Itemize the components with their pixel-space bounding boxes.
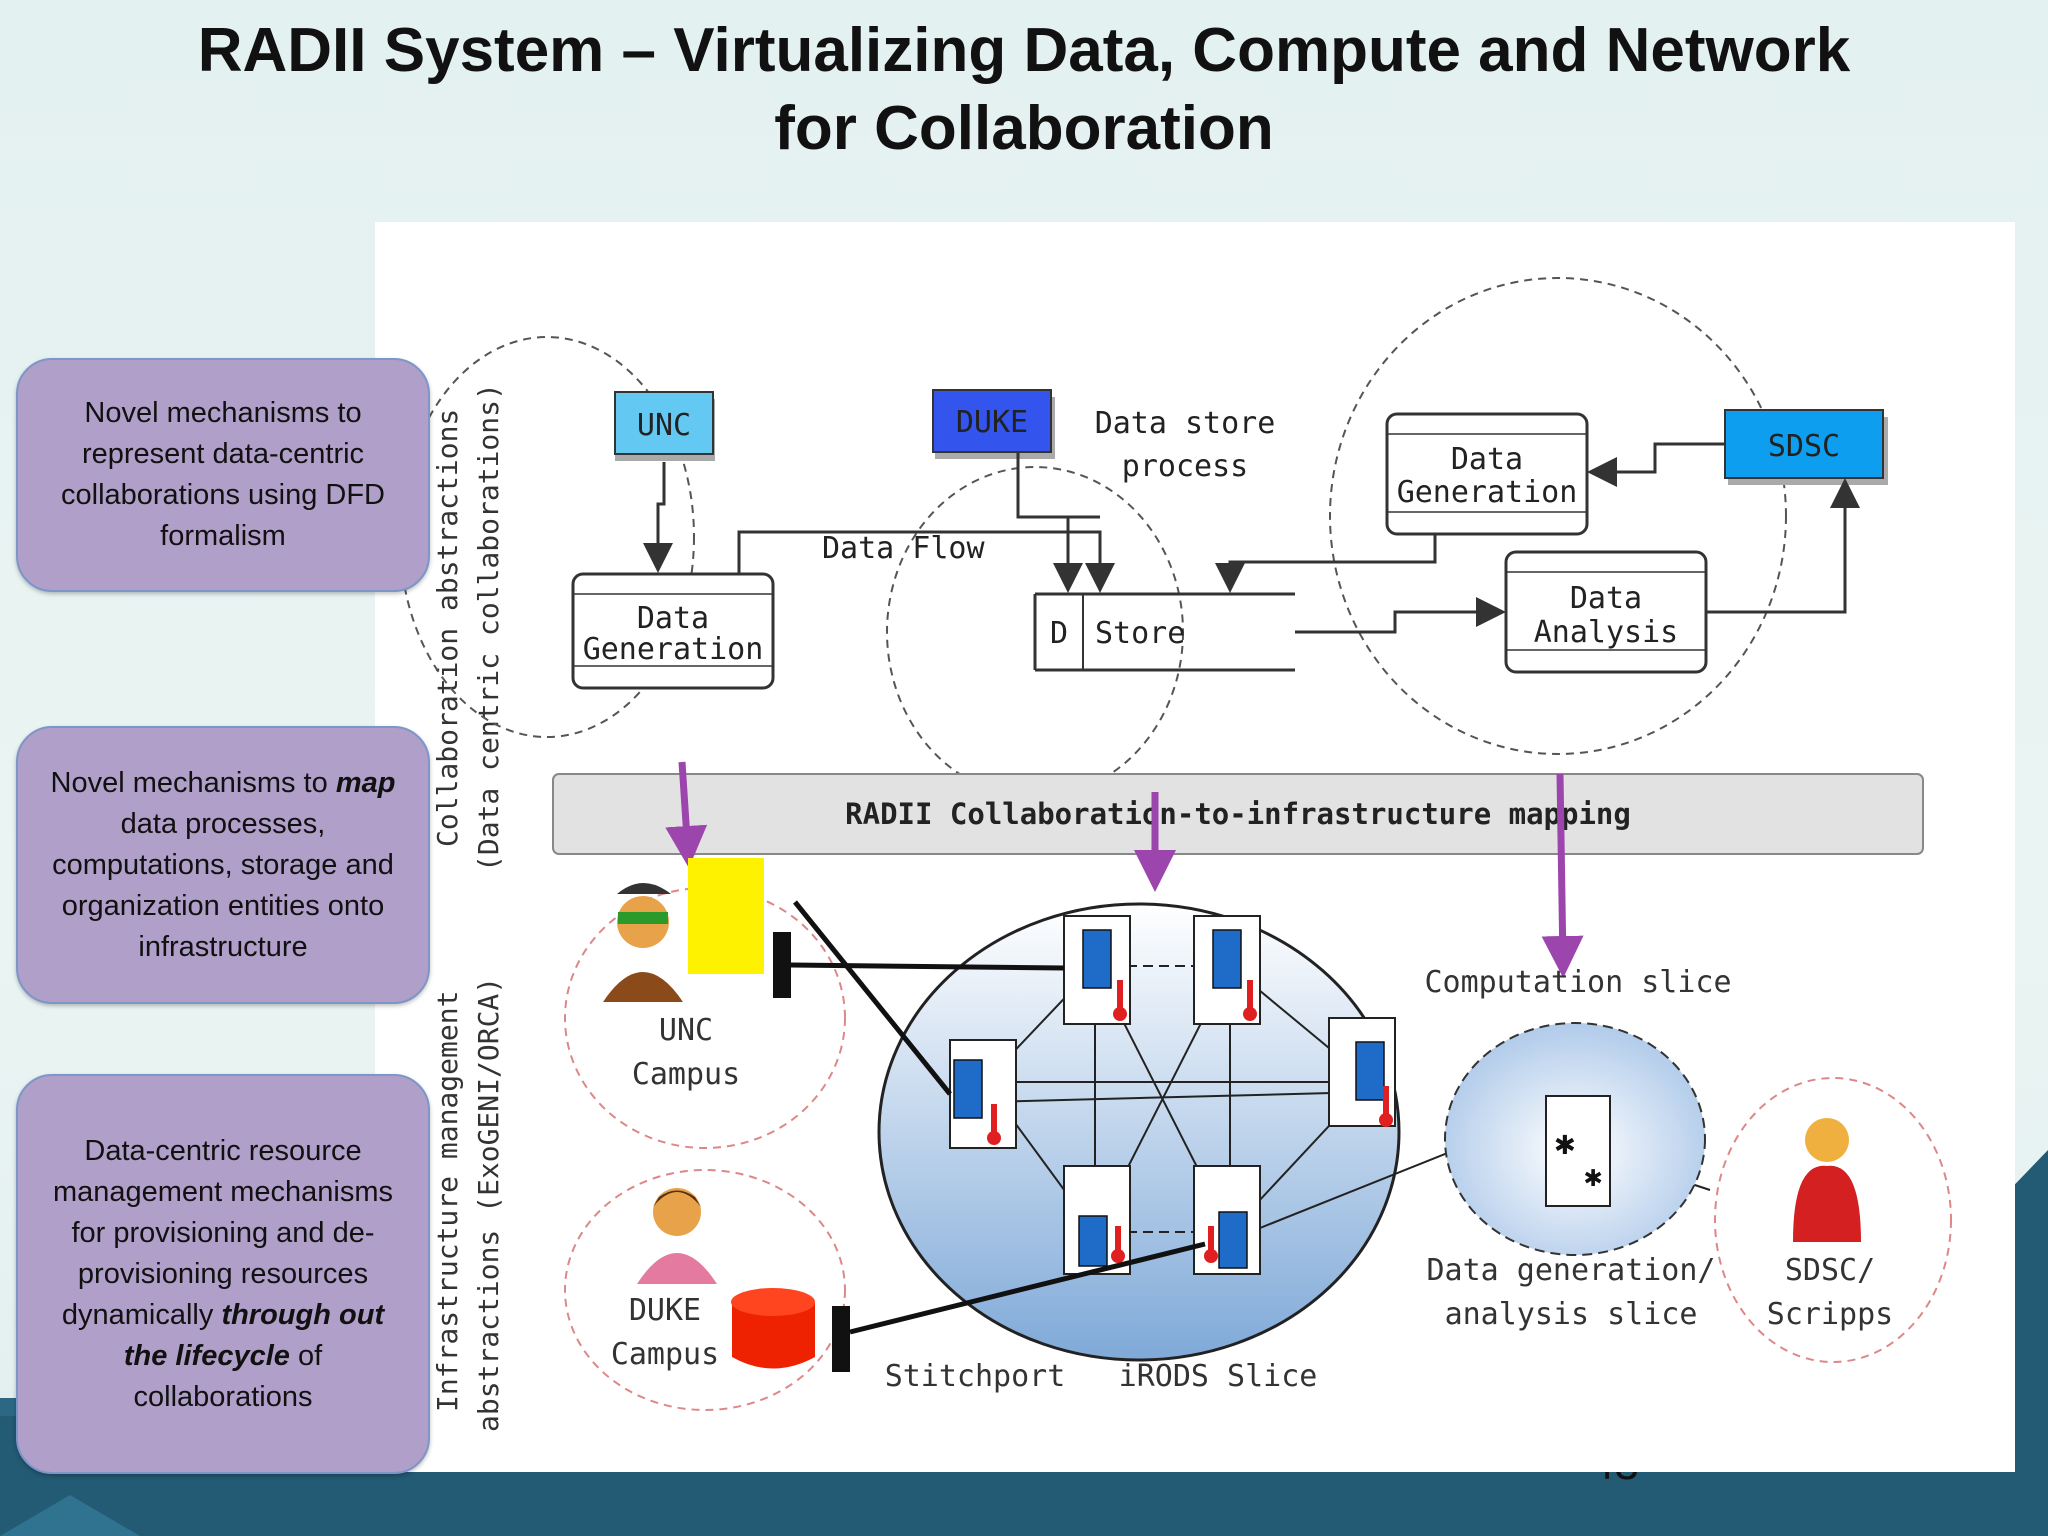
computation-slice-label: Computation slice: [1424, 965, 1731, 1000]
store-d-label: D: [1050, 616, 1068, 651]
red-storage: [731, 1288, 815, 1369]
unc-source-label: UNC: [637, 408, 691, 443]
data-analysis-line1: Data: [1570, 581, 1642, 616]
sdsc-scripps-line1: SDSC/: [1785, 1253, 1875, 1288]
side-box-represent-text: Novel mechanisms to represent data-centr…: [61, 397, 385, 552]
sdsc-source-box: SDSC: [1724, 409, 1888, 485]
data-analysis: Data Analysis: [1504, 550, 1708, 674]
radii-diagram: Infrastructure management abstractions (…: [399, 277, 1952, 1432]
unc-stitchport: [773, 932, 791, 998]
irods-node: [1193, 1165, 1261, 1275]
side-box-map-post: data processes, computations, storage an…: [52, 807, 394, 963]
vertical-label-infra-2: abstractions (ExoGENI/ORCA): [472, 977, 505, 1432]
side-box-map-emph: map: [335, 766, 396, 799]
sdsc-source-label: SDSC: [1768, 429, 1840, 464]
data-gen-slice-line2: analysis slice: [1445, 1297, 1698, 1332]
campus-links: [790, 900, 1206, 1335]
decorative-triangle: [0, 1495, 140, 1536]
side-box-resource-pre: Data-centric resource management mechani…: [52, 1134, 394, 1331]
data-store-process-line1: Data store: [1095, 406, 1276, 441]
gear-icon: ✱: [1584, 1159, 1602, 1194]
irods-slice-oval: [877, 902, 1401, 1362]
data-flow-connectors: [643, 442, 1860, 634]
store-label: Store: [1095, 616, 1185, 651]
sdsc-dashed-circle: [1329, 277, 1787, 755]
side-box-map-pre: Novel mechanisms to: [50, 766, 336, 799]
data-store: D Store: [1033, 592, 1295, 672]
unc-source-box: UNC: [614, 391, 715, 461]
vertical-labels: Infrastructure management abstractions (…: [431, 383, 505, 1432]
duke-source-label: DUKE: [956, 405, 1028, 440]
scripps-dashed-circle: [1714, 1077, 1952, 1363]
duke-campus-circle: [564, 1169, 846, 1411]
irods-node: [949, 1039, 1017, 1149]
irods-node: [1063, 1165, 1131, 1275]
mapping-bar-label: RADII Collaboration-to-infrastructure ma…: [845, 797, 1631, 831]
side-box-resource-management: Data-centric resource management mechani…: [16, 1074, 430, 1474]
vertical-label-collab-1: Collaboration abstractions: [431, 409, 464, 847]
data-generation-left: Data Generation: [571, 572, 775, 690]
vertical-label-infra-1: Infrastructure management: [431, 991, 464, 1412]
data-flow-label: Data Flow: [822, 531, 985, 566]
irods-node: [1193, 915, 1261, 1025]
irods-slice-label: iRODS Slice: [1119, 1359, 1318, 1394]
irods-node: [1328, 1017, 1396, 1127]
side-box-map: Novel mechanisms to map data processes, …: [16, 726, 430, 1004]
side-box-resource-post: of collaborations: [133, 1339, 323, 1413]
scripps-user-avatar: [1793, 1118, 1861, 1242]
diagram-panel: Infrastructure management abstractions (…: [375, 222, 2015, 1472]
duke-user-avatar: [637, 1188, 717, 1284]
duke-stitchport: [832, 1306, 850, 1372]
stitchport-label: Stitchport: [885, 1359, 1066, 1394]
data-generation-right-line1: Data: [1451, 442, 1523, 477]
slide-title-line2: for Collaboration: [774, 94, 1274, 163]
yellow-storage: [688, 858, 764, 974]
data-generation-right-line2: Generation: [1397, 475, 1578, 510]
unc-campus-line1: UNC: [659, 1013, 713, 1048]
data-generation-right: Data Generation: [1385, 412, 1589, 536]
vertical-label-collab-2: (Data centric collaborations): [472, 383, 505, 872]
mapping-bar: RADII Collaboration-to-infrastructure ma…: [552, 773, 1924, 855]
sdsc-scripps-line2: Scripps: [1767, 1297, 1893, 1332]
data-generation-left-line2: Generation: [583, 632, 764, 667]
side-box-resource-emph: through out the lifecycle: [123, 1298, 385, 1372]
data-store-process-line2: process: [1122, 449, 1248, 484]
slide-title-line1: RADII System – Virtualizing Data, Comput…: [197, 16, 1851, 85]
unc-campus-line2: Campus: [632, 1057, 740, 1092]
data-analysis-line2: Analysis: [1534, 615, 1679, 650]
slide-title: RADII System – Virtualizing Data, Comput…: [80, 12, 1968, 168]
mapping-arrows: [665, 761, 1584, 978]
side-box-resource-text: Data-centric resource management mechani…: [42, 1131, 404, 1418]
duke-campus-line2: Campus: [611, 1337, 719, 1372]
computation-slice: ✱ ✱: [1444, 1022, 1706, 1256]
duke-source-box: DUKE: [932, 389, 1055, 459]
unc-user-avatar: [603, 883, 683, 1002]
data-generation-left-line1: Data: [637, 601, 709, 636]
gear-icon: ✱: [1555, 1123, 1575, 1163]
irods-node: [1063, 915, 1131, 1025]
side-box-map-text: Novel mechanisms to map data processes, …: [42, 763, 404, 968]
duke-campus-line1: DUKE: [629, 1293, 701, 1328]
data-gen-slice-line1: Data generation/: [1427, 1253, 1716, 1288]
side-box-represent: Novel mechanisms to represent data-centr…: [16, 358, 430, 592]
